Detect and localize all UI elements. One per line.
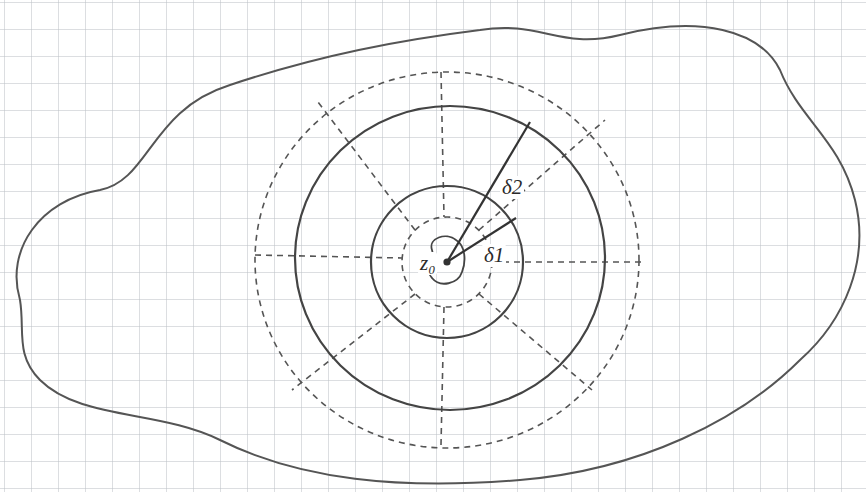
radius-label: δ2 [500,176,524,199]
radius-label: δ1 [482,244,506,267]
solid-circles [295,106,605,410]
dashed-lines [255,72,645,448]
outer-region [17,26,860,483]
point-label: z₀ [418,252,437,275]
